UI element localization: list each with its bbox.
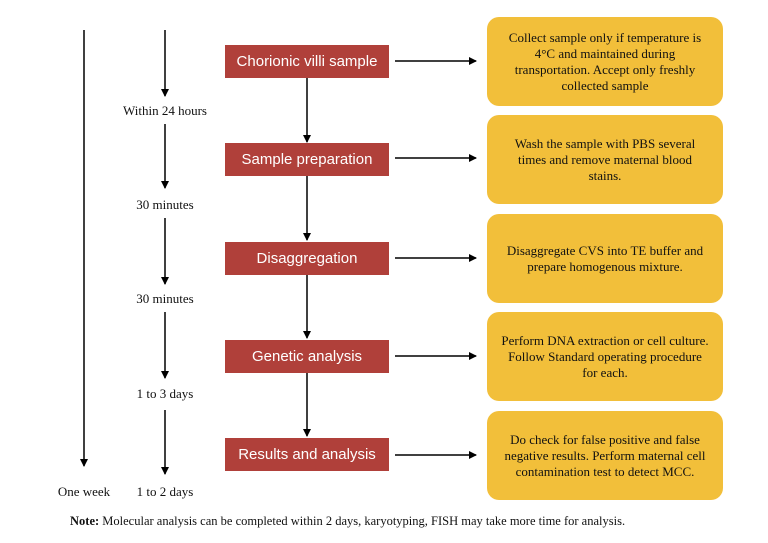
step-disaggregation: Disaggregation <box>225 242 389 275</box>
note-box-4: Perform DNA extraction or cell culture. … <box>487 312 723 401</box>
interval-label-2: 30 minutes <box>136 197 194 212</box>
step-label: Results and analysis <box>238 446 376 463</box>
note-text: Disaggregate CVS into TE buffer and prep… <box>506 242 704 274</box>
step-results-and-analysis: Results and analysis <box>225 438 389 471</box>
step-label: Disaggregation <box>256 250 358 267</box>
footnote-text: Molecular analysis can be completed with… <box>99 514 626 528</box>
note-box-5: Do check for false positive and false ne… <box>487 411 723 500</box>
interval-label-4: 1 to 3 days <box>136 386 194 401</box>
footnote: Note: Molecular analysis can be complete… <box>70 514 625 529</box>
note-text: Perform DNA extraction or cell culture. … <box>501 332 709 380</box>
note-text: Collect sample only if temperature is 4°… <box>508 29 702 93</box>
step-label: Genetic analysis <box>251 348 363 365</box>
step-label: Sample preparation <box>241 151 373 168</box>
note-text: Wash the sample with PBS several times a… <box>514 135 696 183</box>
note-box-1: Collect sample only if temperature is 4°… <box>487 17 723 106</box>
overall-time-label: One week <box>57 484 111 499</box>
step-label: Chorionic villi sample <box>236 53 378 70</box>
interval-label-1: Within 24 hours <box>123 103 207 118</box>
note-text: Do check for false positive and false ne… <box>504 431 706 479</box>
footnote-label: Note: <box>70 514 100 528</box>
step-sample-preparation: Sample preparation <box>225 143 389 176</box>
step-chorionic-villi-sample: Chorionic villi sample <box>225 45 389 78</box>
interval-label-3: 30 minutes <box>136 291 194 306</box>
interval-label-5: 1 to 2 days <box>136 484 194 499</box>
note-box-3: Disaggregate CVS into TE buffer and prep… <box>487 214 723 303</box>
note-box-2: Wash the sample with PBS several times a… <box>487 115 723 204</box>
step-genetic-analysis: Genetic analysis <box>225 340 389 373</box>
